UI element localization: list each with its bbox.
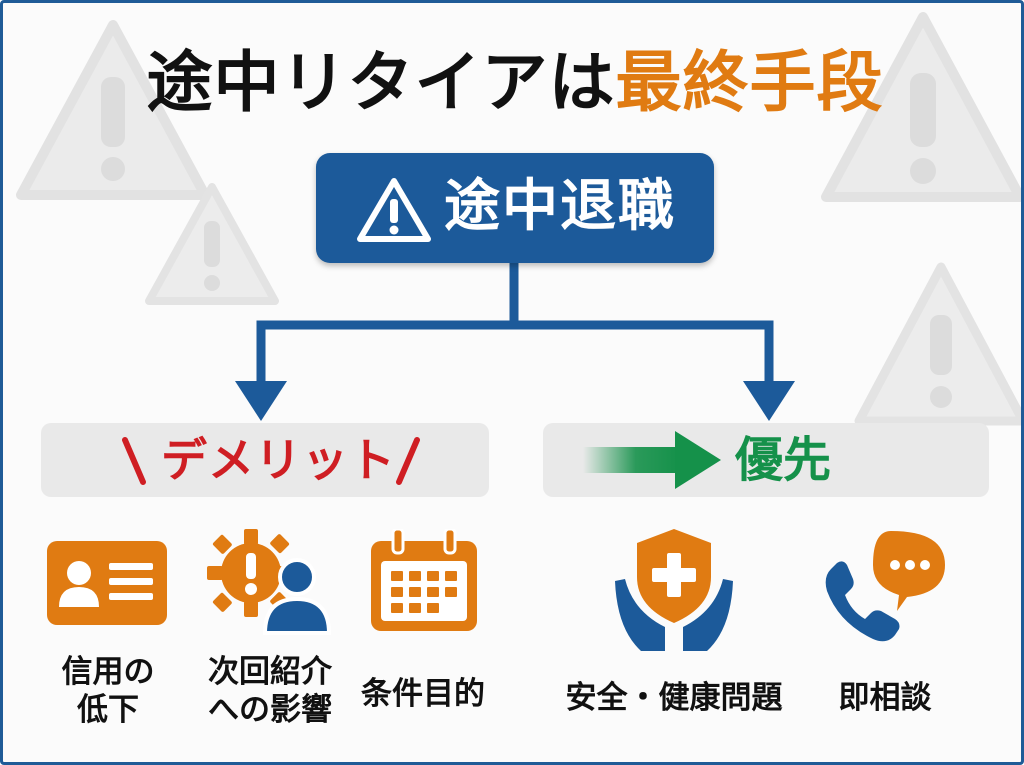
id-card-icon [47, 541, 167, 625]
shield-hands-icon [615, 529, 733, 651]
flow-connectors [235, 256, 795, 421]
early-resignation-label: 途中退職 [444, 174, 676, 239]
gear-person-icon [207, 529, 332, 635]
condition-purpose-label: 条件目的 [361, 676, 485, 712]
credit-decline-label: 信用の 低下 [61, 654, 155, 728]
safety-health-label: 安全・健康問題 [565, 680, 783, 716]
title-highlight: 最終手段 [615, 44, 884, 121]
background-warning-icon [854, 262, 1021, 426]
arrow-down-left [235, 381, 287, 421]
next-referral-impact-label: 次回紹介 への影響 [208, 654, 332, 728]
demerit-label: デメリット [161, 433, 396, 487]
background-warning-icon [821, 12, 1021, 202]
background-warning-icon [16, 20, 210, 200]
page-title: 途中リタイアは最終手段 [3, 43, 1021, 123]
early-resignation-box: 途中退職 [316, 153, 714, 263]
immediate-consult-label: 即相談 [838, 680, 932, 716]
phone-chat-icon [825, 531, 945, 642]
arrow-down-right [743, 381, 795, 421]
title-main: 途中リタイアは [146, 44, 616, 121]
right-slash-mark [396, 437, 420, 485]
calendar-icon [371, 529, 477, 631]
priority-banner: 優先 [543, 423, 989, 497]
demerit-banner: デメリット [41, 423, 489, 497]
background-warning-icon [145, 183, 279, 305]
priority-label: 優先 [735, 432, 832, 488]
green-arrow-icon [583, 431, 721, 489]
warning-icon [357, 178, 431, 242]
left-slash-mark [122, 437, 146, 485]
